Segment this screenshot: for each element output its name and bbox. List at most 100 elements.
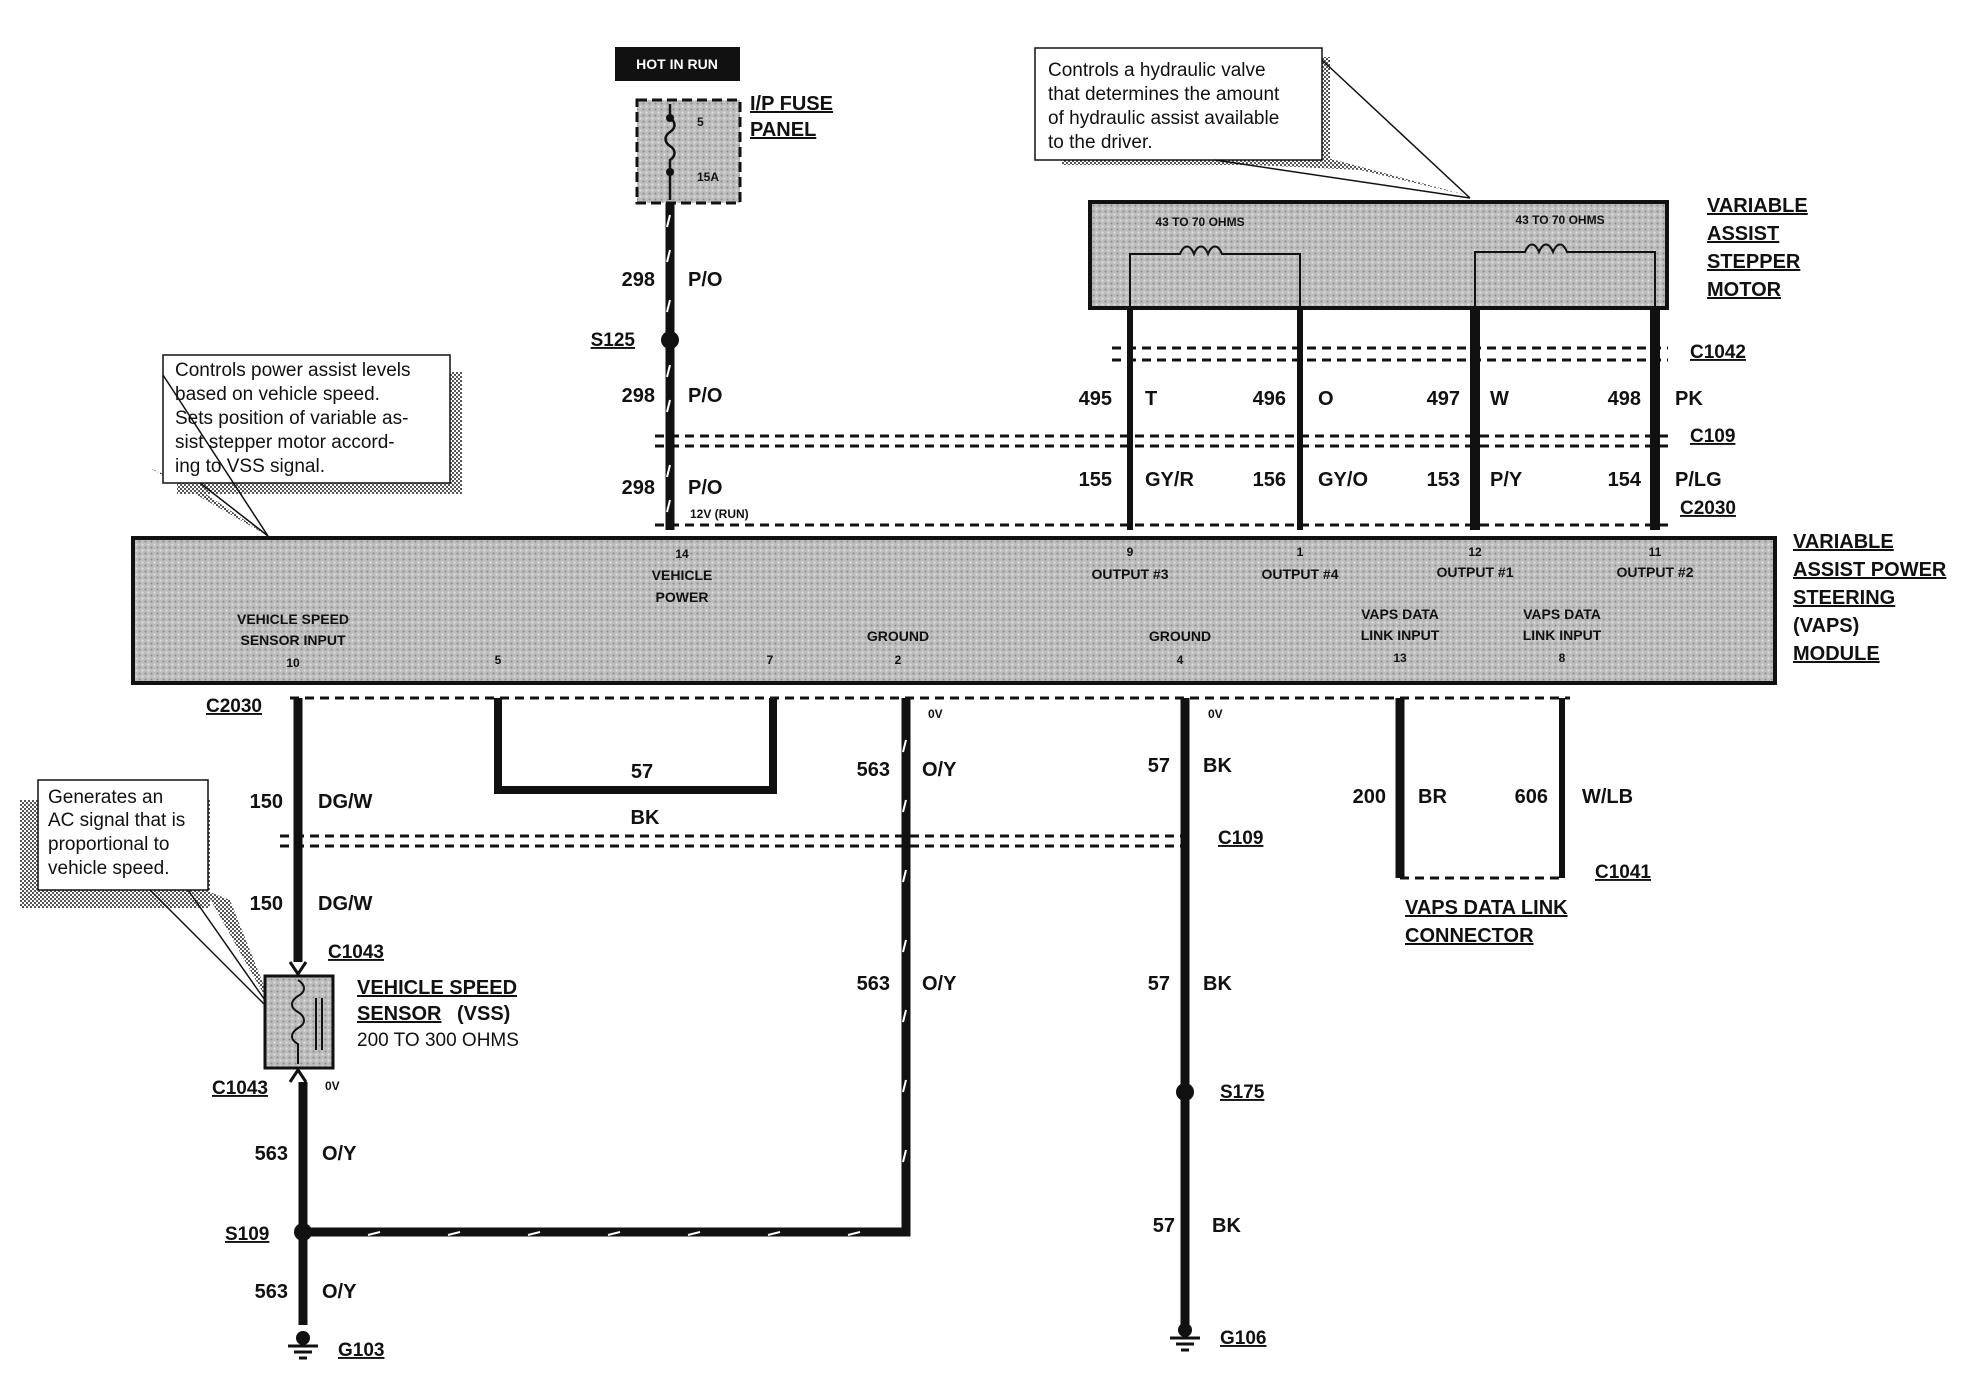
vss-resistance: 200 TO 300 OHMS	[357, 1030, 519, 1051]
w497-circuit: 497	[1427, 388, 1460, 410]
w156-color: GY/O	[1318, 469, 1368, 491]
s109-label: S109	[225, 1224, 269, 1245]
w57c-color: BK	[1212, 1215, 1241, 1237]
w153-color: P/Y	[1490, 469, 1523, 491]
fuse-panel-title-2: PANEL	[750, 119, 816, 141]
svg-text:LINK INPUT: LINK INPUT	[1523, 627, 1602, 643]
g106-label: G106	[1220, 1328, 1266, 1349]
w150b-circuit: 150	[250, 893, 283, 915]
w495-circuit: 495	[1079, 388, 1112, 410]
svg-text:ing to VSS signal.: ing to VSS signal.	[175, 456, 325, 477]
c2030-top-label: C2030	[1680, 498, 1736, 519]
splice-s125	[661, 331, 679, 349]
w496-color: O	[1318, 388, 1334, 410]
w155-color: GY/R	[1145, 469, 1194, 491]
w155-circuit: 155	[1079, 469, 1112, 491]
svg-text:STEERING: STEERING	[1793, 587, 1895, 609]
vss-note: Generates an AC signal that is proportio…	[20, 779, 277, 1017]
svg-text:vehicle speed.: vehicle speed.	[48, 858, 169, 879]
wire-57-loop	[494, 698, 777, 794]
svg-text:5: 5	[495, 653, 502, 667]
w498-color: PK	[1675, 388, 1703, 410]
svg-text:8: 8	[1559, 651, 1566, 665]
svg-text:of hydraulic assist available: of hydraulic assist available	[1048, 108, 1279, 129]
svg-text:OUTPUT #4: OUTPUT #4	[1261, 566, 1338, 582]
svg-text:VEHICLE SPEED: VEHICLE SPEED	[237, 611, 349, 627]
c1042-label: C1042	[1690, 342, 1746, 363]
c1043-top-label: C1043	[328, 942, 384, 963]
w563d-color: O/Y	[322, 1281, 357, 1303]
splice-s109	[294, 1223, 312, 1241]
vaps-module-body	[131, 536, 1777, 685]
w57c-circuit: 57	[1153, 1215, 1175, 1237]
c109-bottom-label: C109	[1218, 828, 1263, 849]
svg-text:14: 14	[675, 547, 689, 561]
wire-298c-circuit: 298	[622, 477, 655, 499]
svg-text:5: 5	[697, 115, 704, 129]
vss-volt: 0V	[325, 1079, 340, 1093]
svg-text:POWER: POWER	[656, 589, 709, 605]
fuse-panel-title-1: I/P FUSE	[750, 93, 833, 115]
svg-text:2: 2	[895, 653, 902, 667]
svg-text:13: 13	[1393, 651, 1407, 665]
svg-text:OUTPUT #2: OUTPUT #2	[1616, 564, 1693, 580]
w150a-color: DG/W	[318, 791, 373, 813]
w496-circuit: 496	[1253, 388, 1286, 410]
w57loop-color: BK	[631, 807, 660, 829]
svg-text:ASSIST: ASSIST	[1707, 223, 1779, 245]
svg-text:to the driver.: to the driver.	[1048, 132, 1153, 153]
coil2	[1474, 243, 1656, 310]
module-title: VARIABLE ASSIST POWER STEERING (VAPS) MO…	[1793, 531, 1947, 665]
s125-label: S125	[591, 330, 636, 351]
stepper-title: VARIABLE ASSIST STEPPER MOTOR	[1707, 195, 1808, 301]
svg-text:GROUND: GROUND	[1149, 628, 1211, 644]
svg-text:10: 10	[286, 656, 300, 670]
svg-text:OUTPUT #1: OUTPUT #1	[1436, 564, 1513, 580]
w563a-circuit: 563	[857, 759, 890, 781]
w57a-color: BK	[1203, 755, 1232, 777]
vss-title-1: VEHICLE SPEED	[357, 977, 517, 999]
c2030-bottom-label: C2030	[206, 696, 262, 717]
svg-text:based on vehicle speed.: based on vehicle speed.	[175, 384, 380, 405]
hot-in-run-badge: HOT IN RUN	[615, 47, 740, 81]
w606-color: W/LB	[1582, 786, 1633, 808]
svg-text:STEPPER: STEPPER	[1707, 251, 1801, 273]
svg-text:9: 9	[1127, 545, 1134, 559]
wire-563-ground	[306, 698, 911, 1237]
w154-color: P/LG	[1675, 469, 1722, 491]
w563c-circuit: 563	[255, 1143, 288, 1165]
stepper-motor-note: Controls a hydraulic valve that determin…	[1034, 47, 1471, 199]
w150b-color: DG/W	[318, 893, 373, 915]
svg-text:7: 7	[767, 653, 774, 667]
w563a-color: O/Y	[922, 759, 957, 781]
svg-text:15A: 15A	[697, 170, 719, 184]
wire-298c-note: 12V (RUN)	[690, 507, 749, 521]
wire-298b-color: P/O	[688, 385, 722, 407]
coil1	[1129, 245, 1301, 310]
w154-circuit: 154	[1608, 469, 1642, 491]
data-link-title-2: CONNECTOR	[1405, 925, 1534, 947]
vss-title-2b: (VSS)	[457, 1003, 510, 1025]
svg-text:LINK INPUT: LINK INPUT	[1361, 627, 1440, 643]
vss-title-2: SENSOR	[357, 1003, 442, 1025]
w57b-color: BK	[1203, 973, 1232, 995]
coil2-resistance: 43 TO 70 OHMS	[1515, 213, 1604, 227]
svg-text:Controls a hydraulic valve: Controls a hydraulic valve	[1048, 60, 1266, 81]
ground-g106-icon	[1170, 1323, 1200, 1352]
svg-text:VAPS DATA: VAPS DATA	[1361, 606, 1439, 622]
splice-s175	[1176, 1083, 1194, 1101]
w606-circuit: 606	[1515, 786, 1548, 808]
w563b-color: O/Y	[922, 973, 957, 995]
w153-circuit: 153	[1427, 469, 1460, 491]
s175-label: S175	[1220, 1082, 1265, 1103]
c109-top-label: C109	[1690, 426, 1735, 447]
w495-color: T	[1145, 388, 1157, 410]
svg-text:1: 1	[1297, 545, 1304, 559]
svg-text:GROUND: GROUND	[867, 628, 929, 644]
module-note: Controls power assist levels based on ve…	[150, 354, 462, 537]
wire-298a-circuit: 298	[622, 269, 655, 291]
svg-text:HOT IN RUN: HOT IN RUN	[636, 56, 718, 72]
svg-text:MOTOR: MOTOR	[1707, 279, 1782, 301]
w200-circuit: 200	[1353, 786, 1386, 808]
